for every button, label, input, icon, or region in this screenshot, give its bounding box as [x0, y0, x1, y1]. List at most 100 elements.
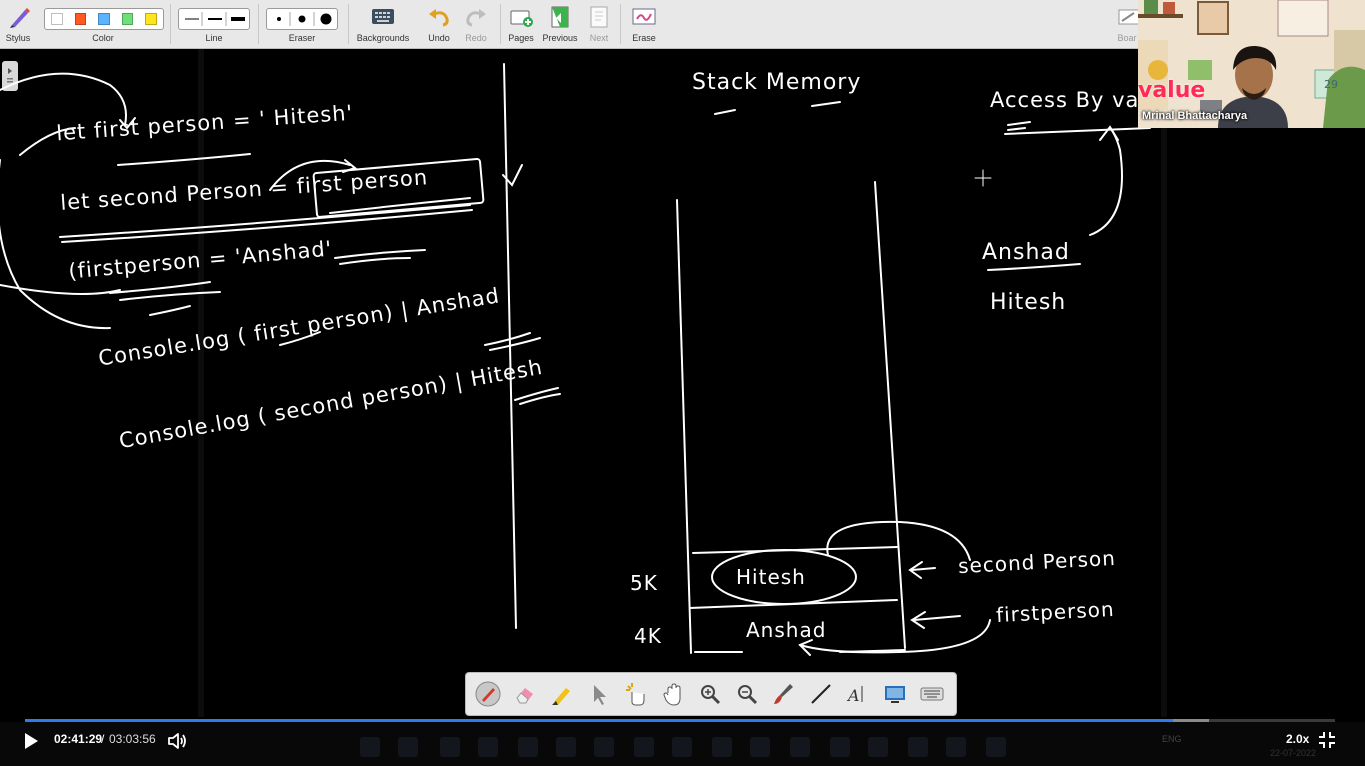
color-tool: Color	[42, 0, 164, 48]
color-label: Color	[92, 33, 114, 43]
next-page-icon	[590, 6, 608, 28]
play-icon[interactable]	[20, 730, 42, 752]
undo-button[interactable]: Undo	[420, 0, 458, 48]
previous-page-icon	[551, 6, 569, 28]
color-palette[interactable]	[44, 8, 164, 30]
text-tool-icon[interactable]: A	[844, 680, 872, 708]
eraser-icon[interactable]	[511, 680, 539, 708]
zoom-in-icon[interactable]	[696, 680, 724, 708]
arrow-curve-left	[0, 159, 111, 330]
taskbar-ghost-icon	[946, 737, 966, 757]
erase-label: Erase	[632, 33, 656, 43]
current-time: 02:41:29	[54, 732, 103, 746]
highlight-ellipse-hitesh	[711, 549, 857, 605]
pages-button[interactable]: Pages	[504, 0, 538, 48]
stack-addr-5k: 5K	[630, 571, 658, 595]
taskbar-ghost-icon	[360, 737, 380, 757]
zoom-out-icon[interactable]	[733, 680, 761, 708]
taskbar-ghost-icon	[478, 737, 498, 757]
stylus-tool[interactable]: Stylus	[0, 0, 36, 48]
chevron-right-icon	[7, 68, 13, 83]
webcam-overlay-text: value	[1138, 78, 1206, 103]
screen-capture-icon[interactable]	[881, 680, 909, 708]
backgrounds-button[interactable]: Backgrounds	[354, 0, 412, 48]
line-tool-icon[interactable]	[807, 680, 835, 708]
redo-button[interactable]: Redo	[458, 0, 494, 48]
taskbar-ghost-icon	[868, 737, 888, 757]
previous-label: Previous	[542, 33, 578, 43]
pages-label: Pages	[508, 33, 534, 43]
exit-fullscreen-icon[interactable]	[1318, 731, 1336, 749]
pen-cursor-icon[interactable]	[474, 680, 502, 708]
video-player-controls: ENG 22-07-2022 02:41:29 / 03:03:56 2.0x	[0, 722, 1365, 766]
presenter-webcam: value 29 Mrinal Bhattacharya	[1138, 0, 1365, 128]
line-label: Line	[205, 33, 223, 43]
access-value-anshad: Anshad	[982, 240, 1070, 265]
redo-label: Redo	[465, 33, 487, 43]
eraser-medium-icon[interactable]	[298, 15, 306, 23]
taskbar-ghost-icon	[398, 737, 418, 757]
keyboard-icon[interactable]	[918, 680, 946, 708]
erase-board-icon	[632, 8, 656, 25]
toolbar-divider	[258, 4, 259, 44]
svg-text:A: A	[846, 686, 860, 705]
eraser-large-icon[interactable]	[320, 13, 332, 25]
toolbar-divider	[170, 4, 171, 44]
taskbar-ghost-icon	[556, 737, 576, 757]
taskbar-ghost-date: 22-07-2022	[1270, 748, 1317, 758]
color-swatch-orange[interactable]	[74, 13, 87, 25]
magic-hand-icon[interactable]	[622, 680, 650, 708]
color-swatch-blue[interactable]	[98, 13, 110, 25]
taskbar-ghost-icon	[830, 737, 850, 757]
highlighter-icon[interactable]	[548, 680, 576, 708]
eraser-tool: Eraser	[264, 0, 340, 48]
page-guide-right	[1161, 49, 1167, 717]
whiteboard-toolbar: Stylus Color Line	[0, 0, 1365, 49]
stack-value-anshad: Anshad	[746, 618, 827, 642]
hand-pan-icon[interactable]	[659, 680, 687, 708]
taskbar-ghost-icon	[518, 737, 538, 757]
keyboard-grid-icon	[372, 9, 394, 24]
previous-button[interactable]: Previous	[540, 0, 580, 48]
total-time: 03:03:56	[109, 732, 156, 746]
webcam-calendar-text: 29	[1324, 78, 1338, 91]
pen-tools-bar: A	[465, 672, 957, 716]
time-separator: /	[101, 732, 105, 746]
line-tool: Line	[176, 0, 252, 48]
taskbar-ghost-icon	[986, 737, 1006, 757]
redo-arrow-icon	[466, 9, 486, 27]
taskbar-ghost-icon	[634, 737, 654, 757]
highlight-box-first-person	[312, 158, 485, 218]
color-swatch-yellow[interactable]	[145, 13, 157, 25]
taskbar-ghost-icon	[908, 737, 928, 757]
taskbar-ghost-icon	[750, 737, 770, 757]
undo-arrow-icon	[429, 9, 449, 27]
volume-icon[interactable]	[166, 730, 188, 752]
color-swatch-green[interactable]	[121, 13, 134, 25]
taskbar-ghost-icon	[712, 737, 732, 757]
eraser-small-icon[interactable]	[277, 17, 281, 21]
brush-icon[interactable]	[770, 680, 798, 708]
taskbar-ghost-icon	[790, 737, 810, 757]
seek-bar[interactable]	[25, 719, 1335, 722]
toolbar-divider	[500, 4, 501, 44]
erase-button[interactable]: Erase	[626, 0, 662, 48]
undo-label: Undo	[428, 33, 450, 43]
stack-value-hitesh: Hitesh	[736, 565, 806, 589]
page-guide-left	[198, 49, 204, 717]
toolbar-divider	[620, 4, 621, 44]
stack-memory-title: Stack Memory	[692, 70, 862, 95]
taskbar-ghost-language: ENG	[1162, 734, 1182, 744]
pointer-arrow-icon[interactable]	[585, 680, 613, 708]
stylus-label: Stylus	[5, 33, 31, 43]
next-button[interactable]: Next	[582, 0, 616, 48]
taskbar-ghost-icon	[440, 737, 460, 757]
backgrounds-label: Backgrounds	[356, 33, 410, 43]
next-label: Next	[589, 33, 609, 43]
board-label: Boar	[1117, 33, 1137, 43]
color-swatch-white[interactable]	[51, 13, 63, 25]
toolbar-divider	[348, 4, 349, 44]
playback-speed[interactable]: 2.0x	[1286, 732, 1310, 746]
taskbar-ghost-icon	[594, 737, 614, 757]
